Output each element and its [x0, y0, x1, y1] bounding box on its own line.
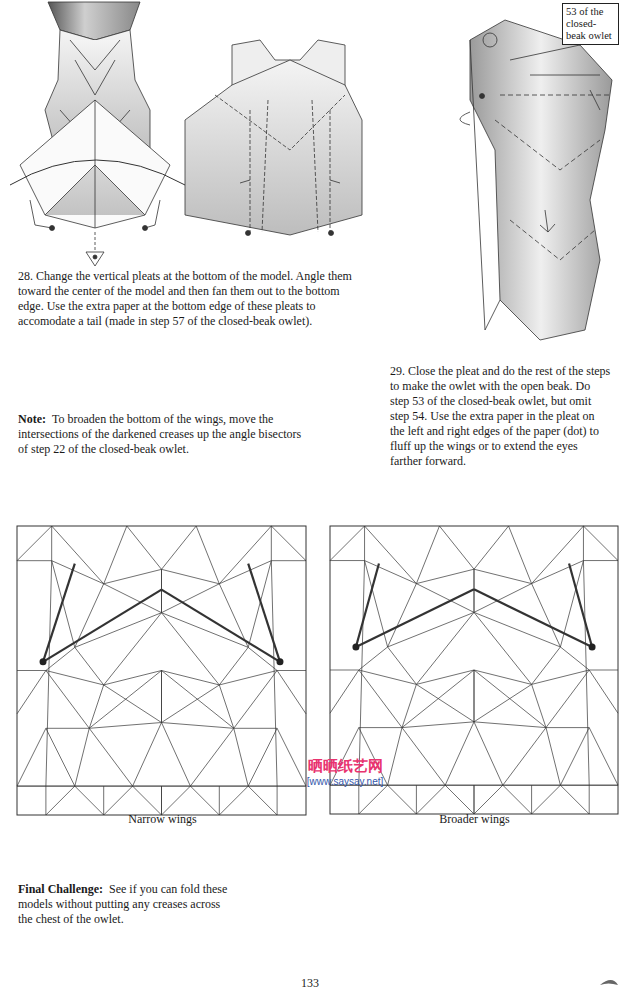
watermark: 晒晒纸艺网 [285, 758, 405, 775]
note-body: To broaden the bottom of the wings, move… [18, 412, 301, 456]
note-text: Note: To broaden the bottom of the wings… [18, 412, 314, 457]
step-28-side-figure [185, 40, 362, 236]
pattern-caption: Broader wings [330, 812, 619, 827]
pattern-caption: Narrow wings [18, 812, 307, 827]
crease-pattern-narrow [17, 526, 306, 815]
spacer [46, 412, 52, 426]
page-number: 133 [280, 976, 340, 991]
corner-ornament [600, 980, 618, 985]
note-heading: Note: [18, 412, 46, 426]
challenge-text: Final Challenge: See if you can fold the… [18, 882, 233, 927]
step-instruction: 28. Change the vertical pleats at the bo… [18, 269, 368, 329]
step-reference-box: 53 of the closed-beak owlet [562, 3, 619, 45]
step-29-figure [460, 20, 612, 340]
step-28-figure [10, 2, 185, 266]
note-heading: Final Challenge: [18, 882, 103, 896]
reference-text: 53 of the closed-beak owlet [566, 6, 615, 42]
step-instruction: 29. Close the pleat and do the rest of t… [390, 364, 612, 469]
watermark-url: [www.saysay.net] [285, 776, 405, 788]
spacer [103, 882, 109, 896]
